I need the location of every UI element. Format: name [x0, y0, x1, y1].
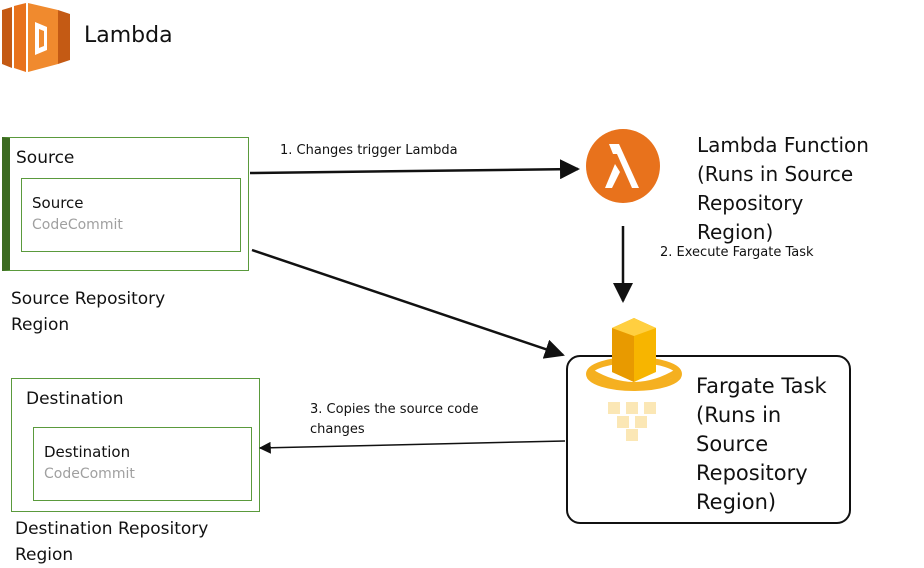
destination-stage[interactable]: Destination Destination CodeCommit — [11, 378, 260, 512]
lambda-icon — [586, 129, 660, 203]
fargate-task-title: Fargate Task — [696, 374, 827, 398]
aws-lambda-logo-icon — [2, 3, 70, 72]
lambda-function-title: Lambda Function — [697, 133, 869, 157]
destination-stage-label: Destination — [26, 389, 124, 409]
step3-label-line2: changes — [310, 422, 365, 437]
source-action-title: Source — [32, 194, 84, 212]
fargate-task-note-2: Source — [696, 432, 769, 456]
arrow-step1 — [249, 159, 580, 180]
source-action-card[interactable]: Source CodeCommit — [21, 178, 241, 252]
source-region-label: Source Repository Region — [11, 286, 165, 338]
destination-region-line2: Region — [15, 545, 74, 565]
destination-region-label: Destination Repository Region — [15, 516, 208, 568]
destination-action-card[interactable]: Destination CodeCommit — [33, 427, 252, 501]
fargate-task-note-4: Region) — [696, 490, 777, 514]
step2-label: 2. Execute Fargate Task — [660, 245, 814, 260]
fargate-icon — [586, 318, 682, 441]
page-title: Lambda — [84, 23, 173, 48]
step1-label: 1. Changes trigger Lambda — [280, 143, 458, 158]
source-region-line2: Region — [11, 315, 70, 335]
destination-action-title: Destination — [44, 443, 131, 461]
lambda-function-note-2: Region) — [697, 220, 774, 244]
source-region-line1: Source Repository — [11, 289, 166, 309]
arrow-step3 — [258, 440, 566, 454]
fargate-task-label: Fargate Task (Runs in Source Repository … — [696, 372, 827, 517]
step3-label: 3. Copies the source code changes — [310, 400, 478, 440]
fargate-task-box[interactable] — [566, 355, 851, 524]
source-stage-label: Source — [16, 148, 75, 168]
fargate-task-note-1: (Runs in — [696, 403, 782, 427]
source-action-provider: CodeCommit — [32, 217, 123, 233]
arrow-source-to-fargate — [251, 248, 565, 359]
fargate-task-note-3: Repository — [696, 461, 808, 485]
step3-label-line1: 3. Copies the source code — [310, 402, 479, 417]
lambda-function-note-1: (Runs in Source Repository — [697, 162, 854, 215]
source-stage[interactable]: Source Source CodeCommit — [2, 137, 249, 271]
destination-action-provider: CodeCommit — [44, 466, 135, 482]
destination-region-line1: Destination Repository — [15, 519, 209, 539]
lambda-function-label: Lambda Function (Runs in Source Reposito… — [697, 131, 924, 247]
